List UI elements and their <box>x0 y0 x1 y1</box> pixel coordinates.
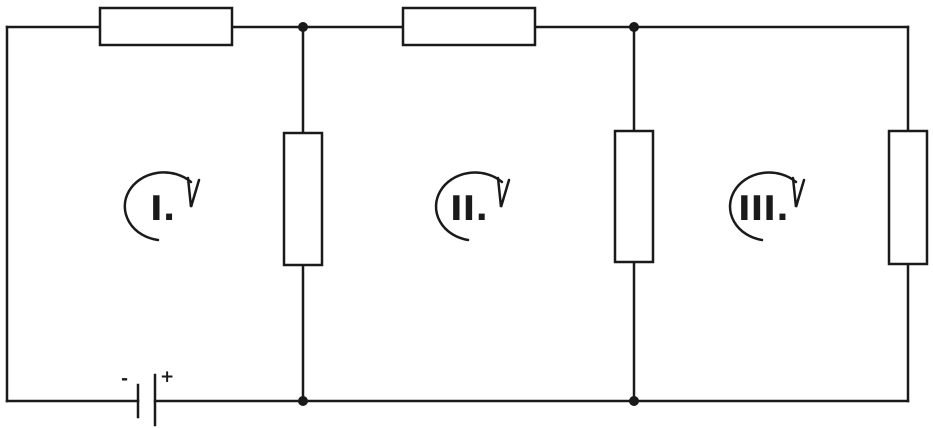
node-top-1 <box>298 22 308 32</box>
loop-1-arrowhead-icon <box>186 176 201 208</box>
resistor-top-1 <box>98 6 234 47</box>
node-bottom-2 <box>629 396 639 406</box>
loop-3-label: III. <box>738 189 789 229</box>
resistors <box>98 6 929 267</box>
battery-negative-sign: - <box>121 369 128 389</box>
battery-positive-sign: + <box>160 367 174 387</box>
loop-2-arrow-icon <box>434 171 504 242</box>
loop-3-arrowhead-icon <box>791 176 806 208</box>
loop-1-label: I. <box>150 189 176 229</box>
wires <box>5 25 910 403</box>
loop-2-label: II. <box>450 189 488 229</box>
resistor-top-2 <box>401 6 537 47</box>
resistor-vertical-2 <box>613 129 655 264</box>
loop-1: I. <box>123 171 201 242</box>
loop-3-arrow-icon <box>728 171 798 242</box>
battery: - + <box>121 367 174 427</box>
node-top-2 <box>629 22 639 32</box>
loop-1-arrow-icon <box>123 171 193 242</box>
loop-3: III. <box>728 171 806 242</box>
junction-nodes <box>298 22 639 406</box>
loop-2: II. <box>434 171 511 242</box>
loop-2-arrowhead-icon <box>496 176 511 208</box>
resistor-vertical-1 <box>282 131 324 267</box>
node-bottom-1 <box>298 396 308 406</box>
resistor-vertical-3 <box>887 129 929 266</box>
